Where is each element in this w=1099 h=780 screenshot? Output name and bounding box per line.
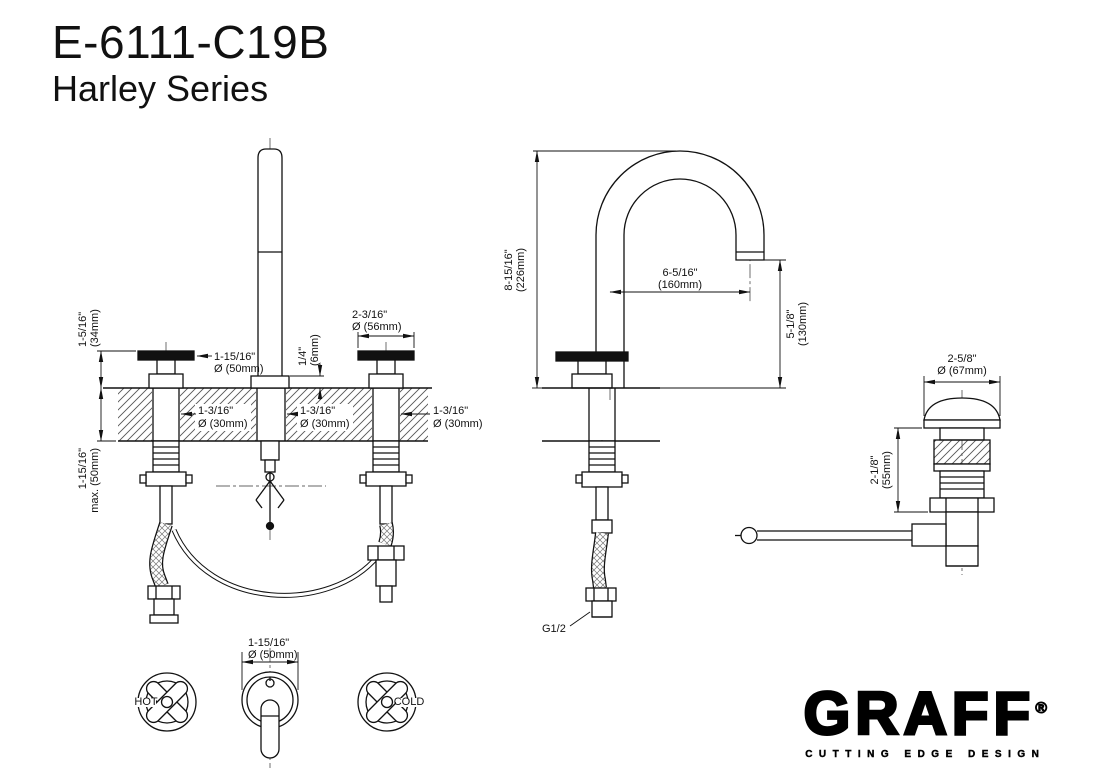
dim-outlet-height-in: 5-1/8" <box>785 309 797 338</box>
drain-view <box>735 390 1001 575</box>
dim-drain-dia-in: 2-5/8" <box>948 353 977 365</box>
dim-drain-dia-mm: Ø (67mm) <box>937 365 987 377</box>
dim-hole-center-in: 1-3/16" <box>300 405 335 417</box>
front-left-hose <box>147 521 181 624</box>
drain-dimension-labels: 2-5/8" Ø (67mm) 2-1/8" (55mm) <box>869 353 987 489</box>
side-hose <box>585 532 617 618</box>
side-valve <box>575 440 629 534</box>
dim-cross-handle-dia-in: 2-3/16" <box>352 309 387 321</box>
drain-popup-rod <box>735 523 947 547</box>
thread-size-label: G1/2 <box>542 623 566 635</box>
drain-dimensions <box>894 376 1001 513</box>
dim-cross-handle-dia-mm: Ø (56mm) <box>352 321 402 333</box>
dim-hole-right-mm: Ø (30mm) <box>433 418 483 430</box>
dim-spout-reach-mm: (160mm) <box>658 279 702 291</box>
dim-spout-base-mm: (6mm) <box>309 334 321 366</box>
front-right-valve <box>359 440 413 525</box>
dim-spout-height-in: 8-15/16" <box>503 249 515 290</box>
front-deck-section <box>103 387 432 442</box>
front-right-handle <box>357 350 415 389</box>
side-spout-outline <box>595 150 765 388</box>
dim-handle-dia-in: 1-15/16" <box>214 351 255 363</box>
dim-outlet-height-mm: (130mm) <box>797 302 809 346</box>
plan-views: HOT 1-15/16" Ø (50mm) <box>134 637 424 768</box>
brand-name: GRAFF® <box>802 682 1048 745</box>
model-number: E-6111-C19B <box>52 16 330 68</box>
dim-drain-height-mm: (55mm) <box>881 451 893 489</box>
front-dimensions <box>97 332 415 442</box>
cold-label: COLD <box>394 696 425 708</box>
series-name: Harley Series <box>52 68 269 110</box>
dim-hole-center-mm: Ø (30mm) <box>300 418 350 430</box>
front-view <box>103 138 432 624</box>
dim-valve-dia-mm: Ø (50mm) <box>248 649 298 661</box>
front-left-handle <box>137 350 195 389</box>
plan-hot-handle <box>136 672 197 732</box>
dim-hole-left-mm: Ø (30mm) <box>198 418 248 430</box>
dim-deck-max-mm: max. (50mm) <box>89 448 101 513</box>
dim-deck-max-in: 1-15/16" <box>77 448 89 489</box>
plan-spout-valve <box>241 648 299 768</box>
side-handle <box>555 351 629 389</box>
hot-label: HOT <box>134 696 158 708</box>
side-dimensions <box>532 150 786 627</box>
dim-spout-base-in: 1/4" <box>297 347 309 366</box>
brand-tagline: CUTTING EDGE DESIGN <box>805 749 1046 760</box>
dim-handle-height-in: 1-5/16" <box>77 312 89 347</box>
dim-valve-dia-in: 1-15/16" <box>248 637 289 649</box>
dim-drain-height-in: 2-1/8" <box>869 455 881 484</box>
dim-spout-reach-in: 6-5/16" <box>662 267 697 279</box>
front-right-hose <box>367 522 405 603</box>
side-dimension-labels: 8-15/16" (226mm) 6-5/16" (160mm) 5-1/8" … <box>503 248 809 635</box>
title-block: E-6111-C19B Harley Series <box>52 18 329 110</box>
front-left-valve <box>139 440 193 525</box>
dim-handle-height-mm: (34mm) <box>89 309 101 347</box>
front-spout <box>250 148 290 389</box>
plan-cold-handle <box>357 672 422 732</box>
front-flex-hose <box>171 529 380 598</box>
plan-dimensions <box>241 652 299 690</box>
brand-logo: GRAFF® CUTTING EDGE DESIGN <box>802 682 1048 760</box>
side-deck <box>542 387 660 442</box>
dim-hole-left-in: 1-3/16" <box>198 405 233 417</box>
dim-spout-height-mm: (226mm) <box>515 248 527 292</box>
front-popup-linkage <box>255 440 285 531</box>
brand-text: GRAFF <box>802 680 1036 747</box>
registered-mark: ® <box>1035 700 1048 717</box>
front-dimension-labels: 1-5/16" (34mm) 1-15/16" Ø (50mm) 2-3/16"… <box>77 309 483 513</box>
side-view <box>542 150 765 618</box>
drain-dome-cap <box>923 397 1001 421</box>
dim-hole-right-in: 1-3/16" <box>433 405 468 417</box>
dim-handle-dia-mm: Ø (50mm) <box>214 363 264 375</box>
